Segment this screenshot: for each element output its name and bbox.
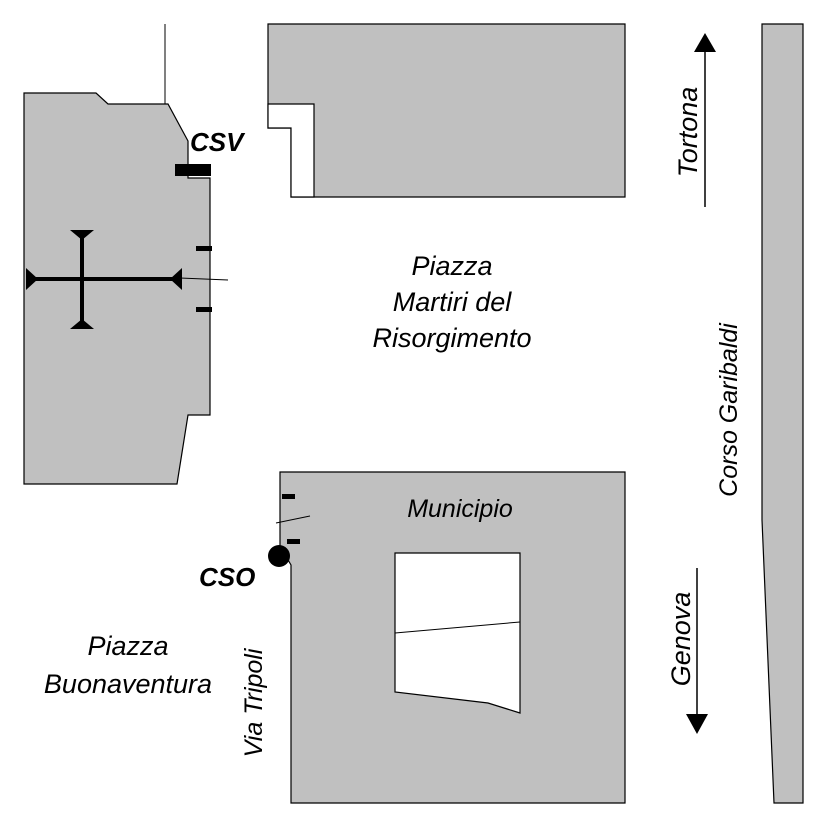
label-genova: Genova	[666, 592, 696, 687]
label-tortona: Tortona	[673, 87, 703, 178]
label-piazza-buonaventura-1: Piazza	[87, 631, 168, 661]
building-north	[267, 23, 626, 198]
tick-mark	[282, 494, 295, 499]
label-cso: CSO	[199, 562, 255, 592]
label-csv: CSV	[190, 127, 246, 157]
tick-mark	[196, 307, 212, 312]
label-piazza-buonaventura-2: Buonaventura	[44, 669, 212, 699]
building-north-notch	[267, 103, 315, 198]
building-west	[23, 92, 211, 485]
courtyard-divider	[394, 621, 521, 634]
tick-line	[179, 277, 229, 281]
tick-mark	[196, 246, 212, 251]
municipio-courtyard	[394, 552, 521, 714]
station-dot-icon	[268, 545, 290, 567]
arrow-up-icon	[694, 33, 716, 207]
label-piazza-martiri-2: Martiri del	[393, 287, 513, 317]
label-municipio: Municipio	[407, 495, 513, 523]
arrow-down-icon	[686, 568, 708, 734]
tick-line	[275, 515, 311, 524]
label-piazza-martiri-1: Piazza	[411, 251, 492, 281]
building-east	[761, 23, 804, 804]
label-via-tripoli: Via Tripoli	[240, 647, 268, 757]
crosshair-icon	[26, 230, 182, 329]
label-corso-garibaldi: Corso Garibaldi	[715, 322, 743, 497]
tick-mark	[287, 539, 300, 544]
label-piazza-martiri-3: Risorgimento	[372, 323, 531, 353]
csv-marker	[175, 164, 211, 176]
